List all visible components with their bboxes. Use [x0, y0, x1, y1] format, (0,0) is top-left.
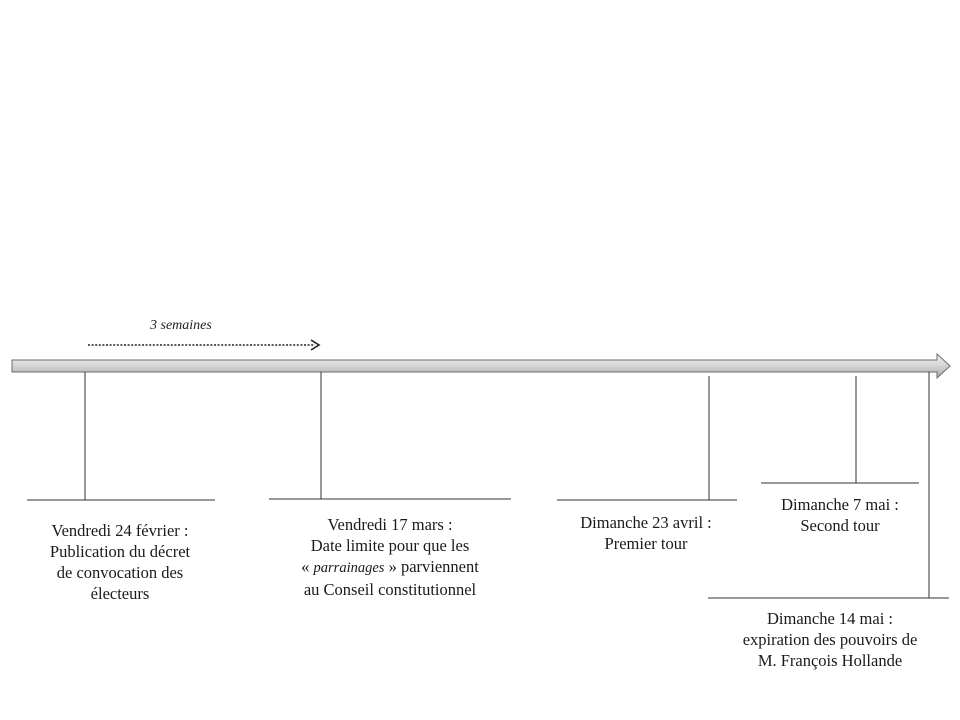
event-14-mai-label: Dimanche 14 mai : expiration des pouvoir…: [708, 608, 952, 671]
interval-arrowhead: [310, 339, 321, 351]
event-24-fevrier-label: Vendredi 24 février : Publication du déc…: [20, 520, 220, 604]
quote-open: «: [301, 557, 314, 576]
event-date: Vendredi 17 mars :: [327, 515, 453, 534]
event-description-line: Premier tour: [604, 534, 688, 553]
interval-label: 3 semaines: [150, 318, 212, 333]
event-description-line: M. François Hollande: [757, 651, 903, 670]
event-date: Dimanche 14 mai :: [766, 609, 893, 628]
event-description-line: Date limite pour que les: [310, 536, 470, 555]
parrainages-word: parrainages: [313, 560, 385, 576]
event-description-line: de convocation des: [56, 563, 184, 582]
event-description-line: « parrainages » parviennent: [264, 556, 516, 579]
event-description-line: Second tour: [800, 516, 880, 535]
event-description-line: électeurs: [90, 584, 150, 603]
quote-close: » parviennent: [384, 557, 479, 576]
event-date: Vendredi 24 février :: [51, 521, 189, 540]
event-date: Dimanche 7 mai :: [781, 495, 899, 514]
event-7-mai-label: Dimanche 7 mai : Second tour: [755, 494, 925, 536]
timeline-arrow: [11, 352, 951, 380]
event-17-mars-label: Vendredi 17 mars : Date limite pour que …: [264, 514, 516, 600]
event-23-avril-label: Dimanche 23 avril : Premier tour: [550, 512, 742, 554]
event-description-line: Publication du décret: [49, 542, 191, 561]
event-date: Dimanche 23 avril :: [580, 513, 712, 532]
event-description-line: expiration des pouvoirs de: [742, 630, 918, 649]
event-description-line: au Conseil constitutionnel: [303, 580, 477, 599]
